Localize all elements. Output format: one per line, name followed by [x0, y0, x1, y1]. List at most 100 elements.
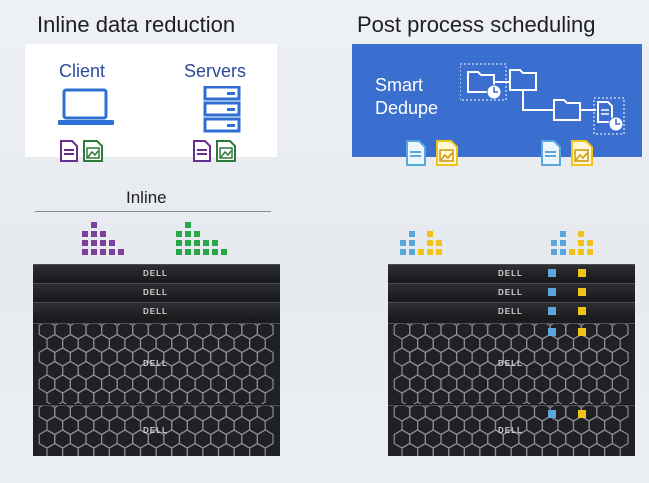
data-block — [212, 240, 218, 246]
data-block — [400, 240, 406, 246]
rack-1u-unit: DELL — [388, 283, 635, 301]
servers-label: Servers — [184, 61, 247, 81]
folder-icon — [467, 71, 495, 93]
inline-divider — [35, 211, 271, 212]
data-block — [118, 249, 124, 255]
dell-logo: DELL — [498, 359, 523, 368]
data-block — [560, 249, 566, 255]
data-block — [409, 231, 415, 237]
rack-1u-unit: DELL — [33, 302, 280, 320]
data-block — [409, 249, 415, 255]
data-block — [587, 240, 593, 246]
data-block — [91, 222, 97, 228]
data-block — [548, 307, 556, 315]
data-block — [194, 231, 200, 237]
data-block — [560, 240, 566, 246]
image-file-icon — [571, 140, 593, 166]
server-stack-icon — [203, 86, 241, 133]
post-process-data-blocks-a — [400, 222, 450, 258]
data-block — [551, 240, 557, 246]
folder-icon — [553, 99, 581, 121]
data-block — [91, 231, 97, 237]
hex-grille — [393, 324, 629, 404]
dell-logo: DELL — [143, 307, 168, 316]
data-block — [578, 231, 584, 237]
inline-label: Inline — [126, 188, 167, 207]
post-process-data-blocks-b — [551, 222, 601, 258]
rack-storage-bay: DELL — [33, 405, 280, 456]
data-block — [578, 240, 584, 246]
hex-grille — [38, 324, 274, 404]
rack-storage-bay: DELL — [33, 323, 280, 404]
post-process-scheduling-title: Post process scheduling — [357, 12, 596, 37]
data-block — [185, 249, 191, 255]
data-block — [176, 240, 182, 246]
folder-schedule-diagram — [460, 63, 625, 135]
smart-dedupe-panel: Smart Dedupe — [352, 44, 642, 157]
server-rack-right: DELL DELL DELL DELL DELL — [388, 264, 635, 456]
data-block — [578, 288, 586, 296]
data-block — [82, 240, 88, 246]
data-block — [578, 249, 584, 255]
dell-logo: DELL — [498, 426, 523, 435]
rack-storage-bay: DELL — [388, 323, 635, 404]
data-block — [194, 240, 200, 246]
data-block — [418, 249, 424, 255]
image-file-icon — [83, 140, 103, 162]
inline-source-panel: Client Servers — [25, 44, 277, 162]
dell-logo: DELL — [498, 269, 523, 278]
document-icon — [406, 140, 426, 166]
data-block — [91, 249, 97, 255]
data-block — [109, 249, 115, 255]
dell-logo: DELL — [143, 269, 168, 278]
data-block — [578, 269, 586, 277]
data-block — [409, 240, 415, 246]
data-block — [194, 249, 200, 255]
smart-label: Smart — [375, 75, 424, 95]
green-data-blocks — [176, 222, 232, 258]
folder-icon — [509, 69, 537, 91]
data-block — [560, 231, 566, 237]
rack-storage-bay: DELL — [388, 405, 635, 456]
data-block — [221, 249, 227, 255]
rack-1u-unit: DELL — [33, 264, 280, 282]
image-file-icon — [436, 140, 458, 166]
hex-grille — [393, 406, 629, 456]
data-block — [551, 249, 557, 255]
data-block — [91, 240, 97, 246]
hex-grille — [38, 406, 274, 456]
rack-1u-unit: DELL — [33, 283, 280, 301]
dell-logo: DELL — [143, 426, 168, 435]
data-block — [185, 222, 191, 228]
data-block — [578, 307, 586, 315]
data-block — [185, 240, 191, 246]
data-block — [427, 249, 433, 255]
data-block — [203, 249, 209, 255]
server-rack-left: DELL DELL DELL DELL DELL — [33, 264, 280, 456]
data-block — [548, 328, 556, 336]
inline-data-reduction-title: Inline data reduction — [37, 12, 236, 37]
data-block — [578, 410, 586, 418]
data-block — [569, 249, 575, 255]
rack-1u-unit: DELL — [388, 302, 635, 320]
data-block — [548, 269, 556, 277]
data-block — [587, 249, 593, 255]
data-block — [82, 249, 88, 255]
dell-logo: DELL — [143, 288, 168, 297]
document-icon — [60, 140, 78, 162]
data-block — [185, 231, 191, 237]
client-label: Client — [59, 61, 106, 81]
dell-logo: DELL — [498, 288, 523, 297]
document-icon — [193, 140, 211, 162]
document-icon — [541, 140, 561, 166]
data-block — [436, 249, 442, 255]
data-block — [176, 231, 182, 237]
data-block — [109, 240, 115, 246]
data-block — [100, 240, 106, 246]
data-block — [400, 249, 406, 255]
purple-data-blocks — [82, 222, 132, 258]
data-block — [212, 249, 218, 255]
data-block — [548, 288, 556, 296]
data-block — [100, 249, 106, 255]
image-file-icon — [216, 140, 236, 162]
